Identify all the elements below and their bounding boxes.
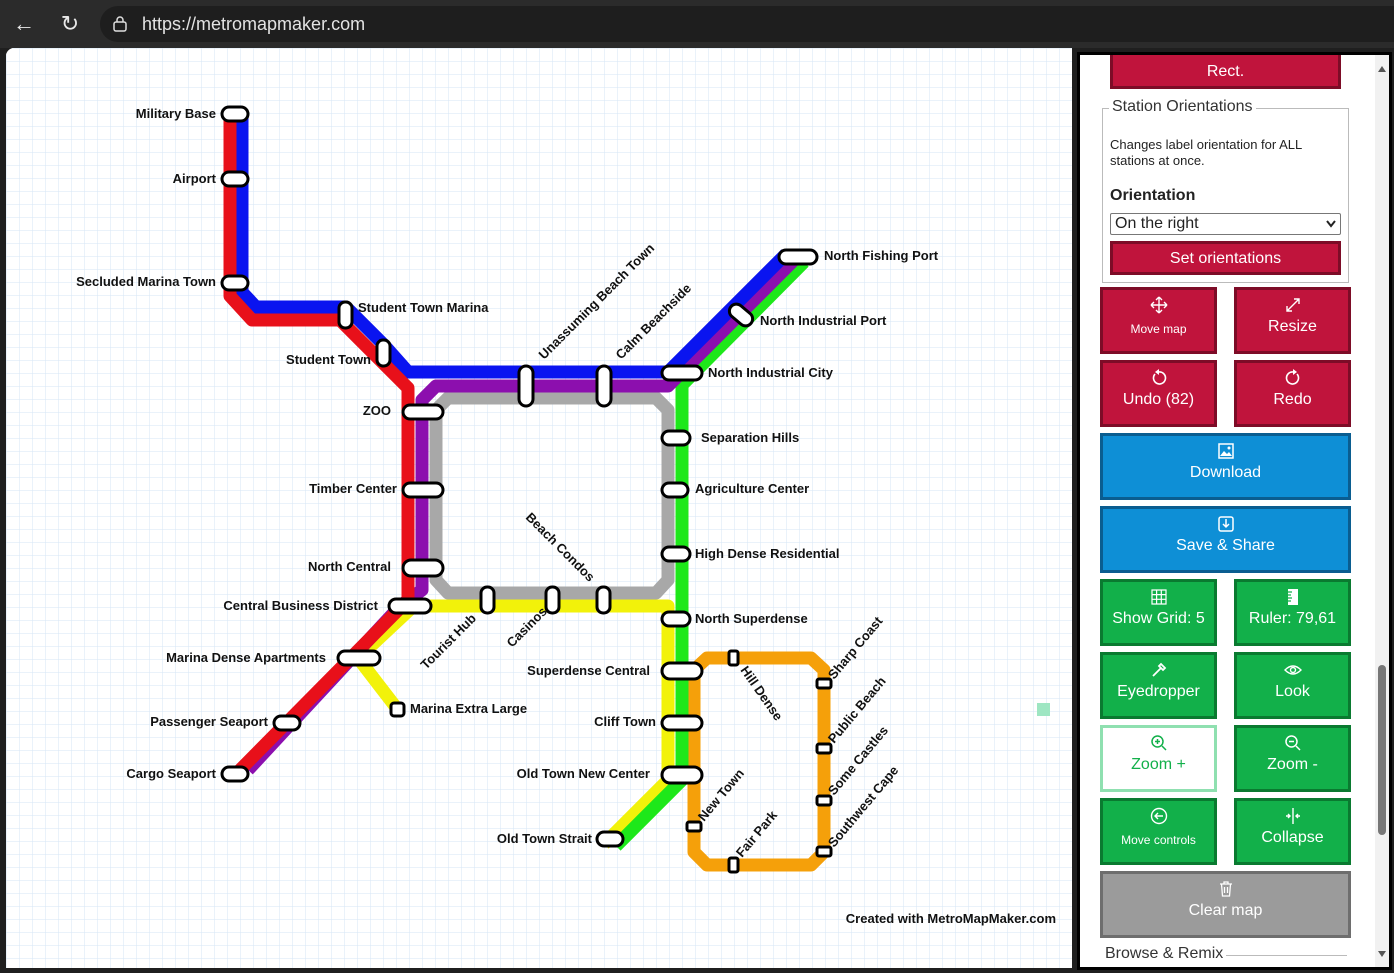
- blue-line: [235, 114, 791, 379]
- station-label: North Industrial City: [708, 365, 834, 380]
- ruler-button[interactable]: Ruler: 79,61: [1234, 579, 1351, 646]
- station-label: Marina Extra Large: [410, 701, 527, 716]
- station-label: Timber Center: [309, 481, 397, 496]
- station-label: Student Town Marina: [358, 300, 489, 315]
- control-panel: Rect. Station Orientations Changes label…: [1077, 52, 1392, 970]
- look-button[interactable]: Look: [1234, 652, 1351, 719]
- yellow-line: [410, 599, 675, 849]
- station-label: Airport: [173, 171, 217, 186]
- orientation-description: Changes label orientation for ALL statio…: [1110, 137, 1302, 168]
- zoom-in-button[interactable]: Zoom +: [1100, 725, 1217, 792]
- trash-icon: [1219, 881, 1232, 897]
- clear-map-button[interactable]: Clear map: [1100, 871, 1351, 938]
- grid-icon: [1150, 589, 1167, 605]
- scroll-down-icon[interactable]: [1377, 950, 1387, 958]
- save-share-button[interactable]: Save & Share: [1100, 506, 1351, 573]
- back-arrow-icon[interactable]: ←: [13, 11, 35, 36]
- resize-icon: [1285, 298, 1300, 312]
- station-label: Cliff Town: [594, 714, 656, 729]
- station-label: ZOO: [363, 403, 391, 418]
- resize-button[interactable]: Resize: [1234, 287, 1351, 354]
- download-button[interactable]: Download: [1100, 433, 1351, 500]
- map-canvas[interactable]: Military Base Airport Secluded Marina To…: [6, 48, 1072, 968]
- station-label: Military Base: [136, 106, 216, 121]
- orientation-select[interactable]: On the right: [1110, 213, 1341, 235]
- rect-button[interactable]: Rect.: [1110, 55, 1341, 89]
- save-icon: [1217, 516, 1234, 532]
- station-label: Secluded Marina Town: [76, 274, 216, 289]
- gray-line: [429, 391, 675, 600]
- collapse-button[interactable]: Collapse: [1234, 798, 1351, 865]
- reload-icon[interactable]: ↻: [60, 11, 80, 36]
- station-label: Passenger Seaport: [150, 714, 268, 729]
- station-label: Old Town New Center: [517, 766, 650, 781]
- eyedropper-icon: [1151, 662, 1166, 677]
- panel-scrollbar[interactable]: [1375, 55, 1389, 967]
- station-label: Cargo Seaport: [126, 766, 216, 781]
- map-credit: Created with MetroMapMaker.com: [846, 911, 1056, 926]
- eyedropper-button[interactable]: Eyedropper: [1100, 652, 1217, 719]
- move-map-button[interactable]: Move map: [1100, 287, 1217, 354]
- station-orientations-fieldset: Station Orientations Changes label orien…: [1102, 98, 1349, 283]
- metro-map[interactable]: Military Base Airport Secluded Marina To…: [6, 48, 1072, 968]
- scrollbar-thumb[interactable]: [1378, 665, 1386, 835]
- undo-button[interactable]: Undo (82): [1100, 360, 1217, 427]
- station-label: High Dense Residential: [695, 546, 839, 561]
- chevron-down-icon: [1326, 220, 1336, 228]
- station-label: Separation Hills: [701, 430, 799, 445]
- station-label: North Superdense: [695, 611, 808, 626]
- station-markers: [220, 105, 833, 874]
- set-orientations-button[interactable]: Set orientations: [1110, 241, 1341, 275]
- station-label: Marina Dense Apartments: [166, 650, 326, 665]
- url-text: https://metromapmaker.com: [142, 14, 366, 34]
- image-icon: [1217, 443, 1234, 459]
- collapse-icon: [1285, 808, 1300, 824]
- hover-cursor-cell: [1037, 703, 1050, 716]
- browse-remix-fieldset: Browse & Remix: [1102, 945, 1347, 967]
- undo-icon: [1152, 369, 1166, 385]
- scroll-up-icon[interactable]: [1377, 65, 1387, 73]
- site-info-icon[interactable]: [112, 16, 128, 32]
- orientation-heading: Orientation: [1110, 187, 1196, 204]
- station-label: North Central: [308, 559, 391, 574]
- move-controls-button[interactable]: Move controls: [1100, 798, 1217, 865]
- zoom-out-button[interactable]: Zoom -: [1234, 725, 1351, 792]
- ruler-icon: [1287, 589, 1298, 605]
- station-label: Superdense Central: [527, 663, 650, 678]
- fieldset-legend: Station Orientations: [1109, 98, 1256, 116]
- station-label: North Fishing Port: [824, 248, 939, 263]
- arrow-left-circle-icon: [1150, 807, 1167, 825]
- browser-toolbar: ← ↻ https://metromapmaker.com: [0, 0, 1394, 48]
- grid-background: [6, 48, 1072, 968]
- zoom-in-icon: [1150, 735, 1167, 751]
- redo-icon: [1285, 369, 1299, 385]
- redo-button[interactable]: Redo: [1234, 360, 1351, 427]
- station-label: Agriculture Center: [695, 481, 809, 496]
- station-label: Student Town: [286, 352, 371, 367]
- move-icon: [1150, 296, 1167, 314]
- station-label: Old Town Strait: [497, 831, 593, 846]
- station-label: Central Business District: [223, 598, 378, 613]
- station-label: North Industrial Port: [760, 313, 887, 328]
- address-bar[interactable]: https://metromapmaker.com: [100, 6, 1394, 42]
- show-grid-button[interactable]: Show Grid: 5: [1100, 579, 1217, 646]
- eye-icon: [1283, 665, 1302, 675]
- zoom-out-icon: [1284, 735, 1301, 751]
